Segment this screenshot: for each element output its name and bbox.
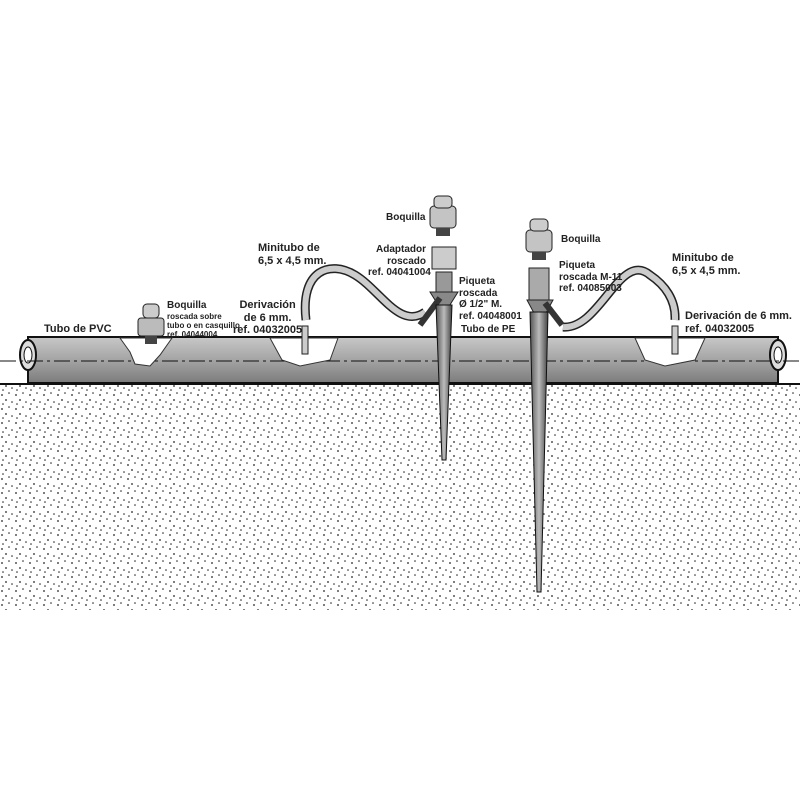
boquilla-roscada-ref: ref. 04044004 (167, 329, 218, 339)
label-tubo-pvc: Tubo de PVC (44, 323, 112, 335)
derivacion-left (301, 325, 309, 355)
piqueta-right-line1: Piqueta (559, 260, 596, 271)
label-minitubo-right: Minitubo de 6,5 x 4,5 mm. (672, 252, 741, 277)
piqueta-right-ref: ref. 04085003 (559, 283, 622, 294)
piqueta-left (417, 195, 459, 461)
boquilla-pvc (137, 303, 165, 344)
boquilla-roscada-line1: roscada sobre (167, 311, 222, 321)
minitubo-right-line2: 6,5 x 4,5 mm. (672, 264, 741, 277)
minitubo-right-line1: Minitubo de (672, 252, 734, 264)
adaptador-line1: Adaptador (376, 244, 426, 255)
label-piqueta-right: Piqueta roscada M-11 ref. 04085003 (559, 260, 622, 295)
ground (0, 384, 800, 610)
label-adaptador: Adaptador roscado ref. 04041004 (368, 244, 431, 279)
label-piqueta-left: Piqueta roscada Ø 1/2" M. ref. 04048001 (459, 276, 522, 322)
derivacion-right-ref: ref. 04032005 (685, 322, 755, 335)
label-derivacion-right: Derivación de 6 mm. ref. 04032005 (685, 310, 792, 335)
piqueta-left-line1: Piqueta (459, 276, 496, 287)
derivacion-left-line1: Derivación (239, 299, 296, 311)
minitubo-left-inner (302, 265, 427, 321)
piqueta-left-line2: roscada (459, 287, 498, 299)
pvc-pipe (0, 336, 800, 385)
minitubo-left-line1: Minitubo de (258, 242, 320, 254)
piqueta-left-ref: ref. 04048001 (459, 310, 522, 322)
derivacion-right-line1: Derivación de 6 mm. (685, 310, 792, 322)
derivacion-left-line2: de 6 mm. (243, 311, 292, 324)
adaptador-ref: ref. 04041004 (368, 267, 431, 278)
label-derivacion-left: Derivación de 6 mm. ref. 04032005 (233, 299, 302, 337)
piqueta-right (525, 218, 565, 593)
piqueta-left-line3: Ø 1/2" M. (459, 299, 503, 310)
derivacion-right (671, 325, 679, 355)
label-boquilla-top: Boquilla (386, 212, 426, 223)
minitubo-right-inner (562, 267, 679, 330)
label-tubo-pe: Tubo de PE (461, 324, 516, 335)
label-boquilla-right: Boquilla (561, 234, 601, 245)
minitubo-left-line2: 6,5 x 4,5 mm. (258, 254, 327, 267)
label-boquilla-roscada: Boquilla roscada sobre tubo o en casquil… (167, 300, 240, 339)
boquilla-roscada-title: Boquilla (167, 300, 207, 311)
derivacion-left-ref: ref. 04032005 (233, 324, 303, 337)
piqueta-right-line2: roscada M-11 (559, 271, 623, 283)
label-minitubo-left: Minitubo de 6,5 x 4,5 mm. (258, 242, 327, 267)
boquilla-roscada-line2: tubo o en casquillo (167, 320, 240, 330)
adaptador-line2: roscado (387, 255, 426, 267)
